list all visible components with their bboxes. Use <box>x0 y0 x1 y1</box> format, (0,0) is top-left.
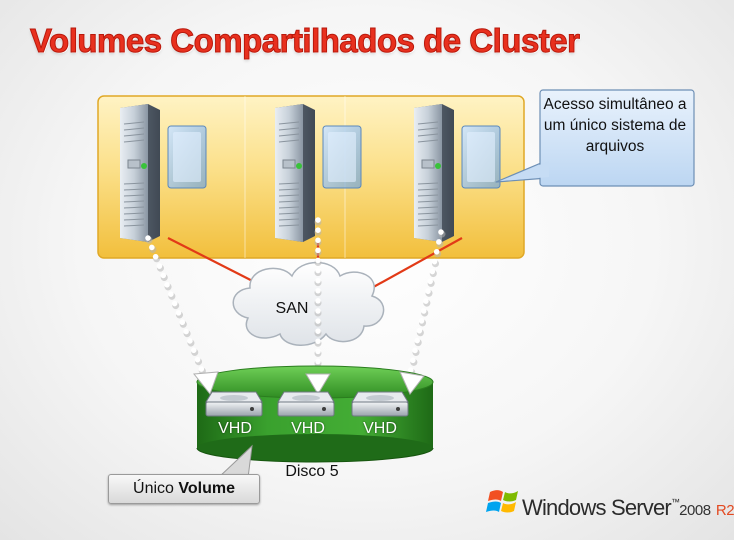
arrowhead-center <box>305 373 331 395</box>
callout-text: Acesso simultâneo a um único sistema de … <box>543 96 687 155</box>
server-tower-icon <box>120 104 207 242</box>
arrowhead-left <box>193 371 219 396</box>
callout-bubble <box>495 89 695 187</box>
volume-prefix: Único <box>133 480 174 497</box>
brand-name: Windows Server <box>522 495 672 520</box>
arrowhead-right <box>399 371 425 395</box>
vhd-label: VHD <box>218 420 252 437</box>
vhd-label: VHD <box>291 420 325 437</box>
brand-version: 2008 <box>679 502 711 519</box>
server-tower-icon <box>275 104 362 242</box>
page-title: Volumes Compartilhados de Cluster <box>30 22 581 60</box>
hard-drive-icon <box>205 391 263 417</box>
arrow-heads <box>193 371 425 396</box>
brand-edition: R2 <box>715 502 734 519</box>
disk-label: Disco 5 <box>285 463 339 480</box>
hard-drive-icon <box>351 391 409 417</box>
windows-server-logo: Windows Server™2008 R2 <box>522 495 734 520</box>
volume-bold: Volume <box>178 480 235 497</box>
san-label: SAN <box>275 300 309 317</box>
server-tower-icon <box>414 104 501 242</box>
direct-access-arrows <box>145 217 446 384</box>
windows-flag-icon <box>486 490 518 513</box>
san-cloud <box>232 261 385 346</box>
vhd-label: VHD <box>363 420 397 437</box>
single-volume-label: Único Volume <box>108 474 260 504</box>
hard-drive-icon <box>277 391 335 417</box>
